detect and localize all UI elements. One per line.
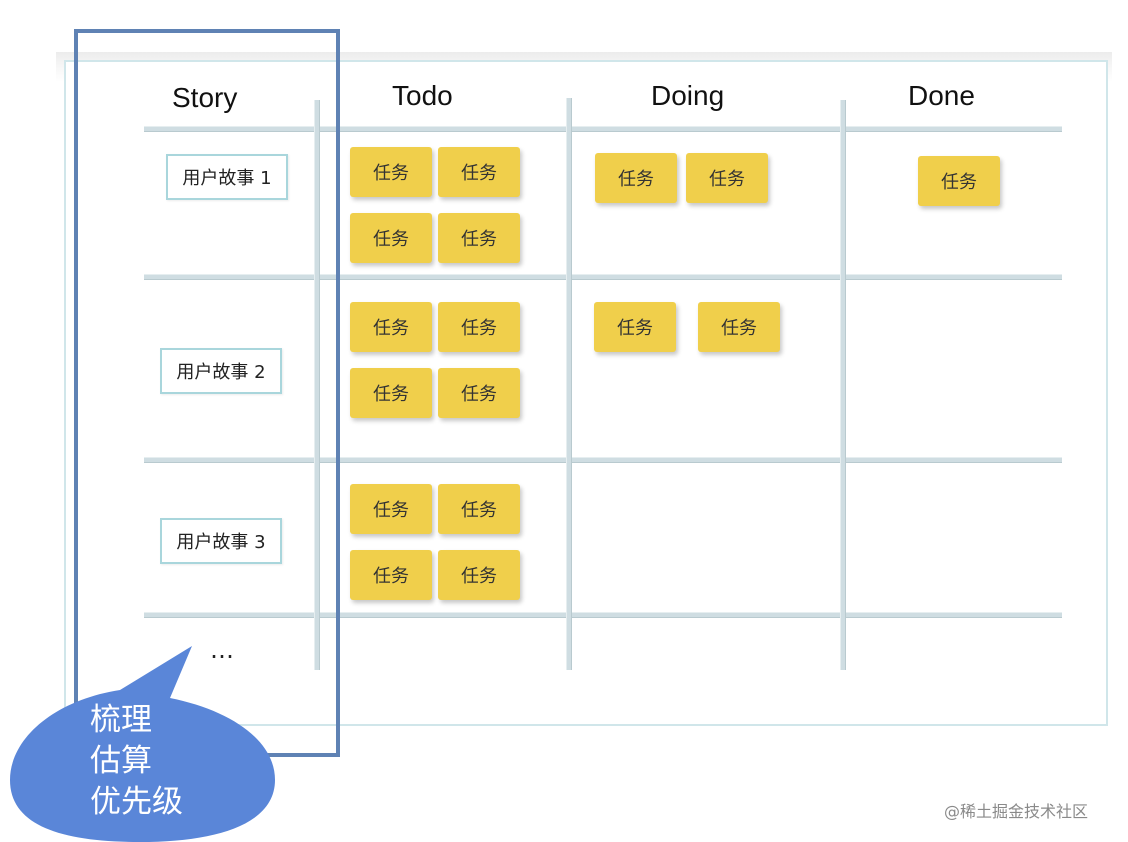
task-card: 任务 [350,147,432,197]
column-divider-3 [840,100,846,670]
task-card: 任务 [438,213,520,263]
task-card: 任务 [686,153,768,203]
story-card-1: 用户故事 1 [166,154,288,200]
row-divider-2 [144,457,1062,463]
callout-bubble [10,646,275,842]
row-divider-3 [144,612,1062,618]
column-header-story: Story [172,82,238,113]
task-card: 任务 [698,302,780,352]
task-card: 任务 [438,147,520,197]
column-header-doing: Doing [651,80,725,111]
row-divider-1 [144,274,1062,280]
task-card: 任务 [595,153,677,203]
more-stories-ellipsis: … [210,636,234,664]
watermark: @稀土掘金技术社区 [944,802,1089,821]
callout-line-1: 梳理 [90,702,152,738]
column-header-done: Done [908,80,975,111]
task-card: 任务 [350,213,432,263]
task-card: 任务 [350,302,432,352]
callout-text: 梳理 估算 优先级 [90,700,183,823]
story-card-2: 用户故事 2 [160,348,282,394]
story-card-3: 用户故事 3 [160,518,282,564]
callout-line-3: 优先级 [90,784,183,820]
header-divider [144,126,1062,132]
column-divider-2 [566,98,572,670]
task-card: 任务 [438,550,520,600]
task-card: 任务 [594,302,676,352]
task-card: 任务 [350,368,432,418]
task-card: 任务 [438,368,520,418]
column-header-todo: Todo [392,80,453,111]
callout-line-2: 估算 [90,743,152,779]
task-card: 任务 [350,484,432,534]
callout-bubble-shape [10,646,275,842]
task-card: 任务 [438,302,520,352]
task-card: 任务 [438,484,520,534]
task-card: 任务 [350,550,432,600]
task-card: 任务 [918,156,1000,206]
column-divider-1 [314,100,320,670]
